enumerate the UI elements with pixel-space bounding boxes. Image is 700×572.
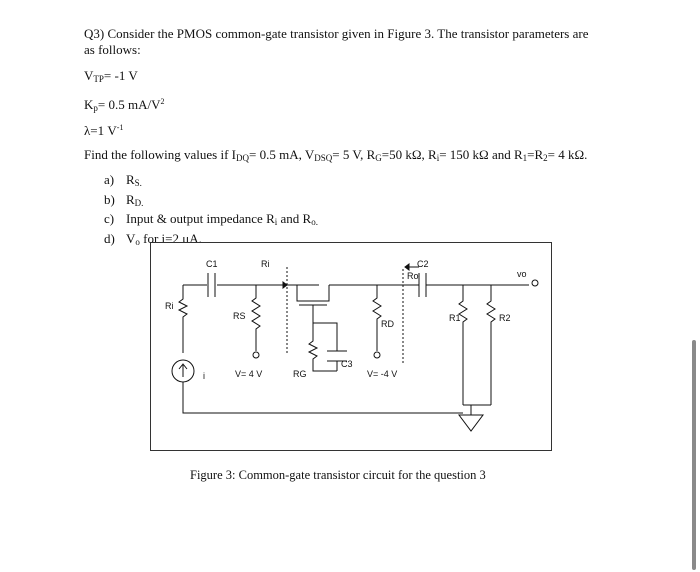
part-d-text: V <box>126 230 136 246</box>
part-a: a) RS. <box>104 172 318 192</box>
question-intro-line1: Q3) Consider the PMOS common-gate transi… <box>84 26 589 41</box>
part-d-rest: for i=2 μA. <box>139 230 202 246</box>
part-c-sub: i <box>274 217 278 227</box>
label-v-plus: V= 4 V <box>235 369 262 379</box>
question-intro-line2: as follows: <box>84 42 141 57</box>
param-kp-sup: 2 <box>160 97 165 106</box>
find-rg-sub: G <box>375 153 382 163</box>
find-r1-value: =R <box>527 147 544 162</box>
param-vtp-symbol: V <box>84 68 94 83</box>
label-rs: RS <box>233 311 246 321</box>
resistor-rs <box>251 285 261 351</box>
find-lead: Find the following values if I <box>84 147 237 162</box>
resistor-ri-left <box>177 285 189 353</box>
resistor-r2 <box>486 285 496 405</box>
bottom-wire <box>182 382 463 414</box>
part-a-sub: S. <box>134 178 142 188</box>
circuit-diagram: C1 Ri C2 Ro vo Ri RS RD R1 R2 V= 4 V RG … <box>165 259 539 432</box>
param-lambda-sup: -1 <box>116 123 124 132</box>
part-b-text: R <box>126 191 135 207</box>
find-rg-value: =50 kΩ, R <box>381 147 437 162</box>
label-rd: RD <box>381 319 394 329</box>
find-ri-sub: i <box>436 153 440 163</box>
label-i-source: i <box>203 371 205 381</box>
part-c-label: c) <box>104 211 115 226</box>
find-ri-value: = 150 kΩ and R <box>439 147 523 162</box>
find-vdsq-sub: DSQ <box>314 153 333 163</box>
vertical-scrollbar[interactable] <box>692 340 696 570</box>
part-d: d) Vo for i=2 μA. <box>104 231 318 251</box>
part-d-sub: o <box>135 236 140 247</box>
part-c-rest: and R <box>277 211 312 226</box>
ground-wire <box>463 404 491 415</box>
label-c2: C2 <box>417 259 429 269</box>
part-b: b) RD. <box>104 192 318 212</box>
label-ri-top: Ri <box>261 259 270 269</box>
resistor-r1 <box>458 285 468 405</box>
param-kp-value: = 0.5 mA/V <box>97 97 161 112</box>
find-idq-value: = 0.5 mA, V <box>249 147 315 162</box>
current-source-arrow-icon <box>178 363 188 377</box>
param-kp-sub: p <box>93 103 98 113</box>
label-ro: Ro <box>407 271 419 281</box>
ri-arrow-head <box>282 281 288 289</box>
part-c: c) Input & output impedance Ri and Ro. <box>104 211 318 231</box>
find-idq-sub: DQ <box>236 153 250 163</box>
circuit-figure: C1 Ri C2 Ro vo Ri RS RD R1 R2 V= 4 V RG … <box>150 242 552 451</box>
label-c3: C3 <box>341 359 353 369</box>
label-vo: vo <box>517 269 527 279</box>
part-b-sub: D. <box>134 197 144 208</box>
find-r1-sub: 1 <box>522 153 528 163</box>
output-terminal <box>531 279 539 287</box>
part-c-sub2: o. <box>311 217 318 227</box>
resistor-rg <box>307 323 337 372</box>
param-kp-symbol: K <box>84 97 94 112</box>
figure-caption: Figure 3: Common-gate transistor circuit… <box>190 468 486 482</box>
terminal-v-minus <box>373 351 381 359</box>
part-d-label: d) <box>104 230 115 246</box>
param-lambda: λ=1 V-1 <box>84 120 123 139</box>
question-parts-list: a)RS. b)RD. c)Input & output impedance R… <box>104 172 318 250</box>
label-r1: R1 <box>449 313 461 323</box>
ground-icon <box>458 414 484 432</box>
capacitor-c2 <box>418 273 427 297</box>
label-v-minus: V= -4 V <box>367 369 397 379</box>
pmos-transistor <box>296 285 330 323</box>
param-lambda-value: λ=1 V <box>84 123 117 138</box>
rg-bypass-wire <box>313 322 338 371</box>
resistor-rd <box>372 285 382 351</box>
part-c-text: Input & output impedance R <box>126 211 275 226</box>
label-r2: R2 <box>499 313 511 323</box>
terminal-v-plus <box>252 351 260 359</box>
part-a-label: a) <box>104 172 115 187</box>
param-kp: Kp= 0.5 mA/V2 <box>84 94 164 116</box>
part-b-label: b) <box>104 191 115 207</box>
param-vtp-value: = -1 V <box>103 68 138 83</box>
find-r2-sub: 2 <box>543 153 548 163</box>
label-c1: C1 <box>206 259 218 269</box>
label-ri-left: Ri <box>165 301 174 311</box>
capacitor-c3 <box>327 350 347 362</box>
capacitor-c1 <box>207 273 216 297</box>
find-r2-value: = 4 kΩ. <box>547 147 588 162</box>
label-rg: RG <box>293 369 307 379</box>
param-vtp-sub: TP <box>93 74 104 84</box>
param-vtp: VTP= -1 V <box>84 68 138 87</box>
question-find-line: Find the following values if IDQ= 0.5 mA… <box>84 147 587 166</box>
find-vdsq-value: = 5 V, R <box>332 147 376 162</box>
ro-arrow-head <box>404 263 410 271</box>
part-a-text: R <box>126 172 135 187</box>
